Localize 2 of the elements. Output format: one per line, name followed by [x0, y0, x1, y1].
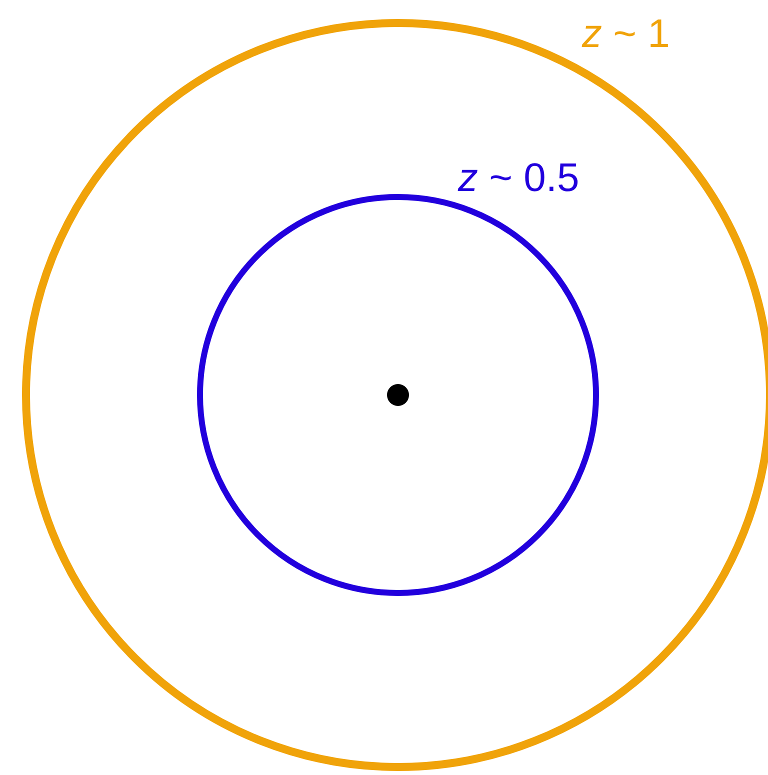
- ring-label: z ~ 1: [582, 14, 670, 54]
- ring-label: z ~ 0.5: [458, 158, 580, 198]
